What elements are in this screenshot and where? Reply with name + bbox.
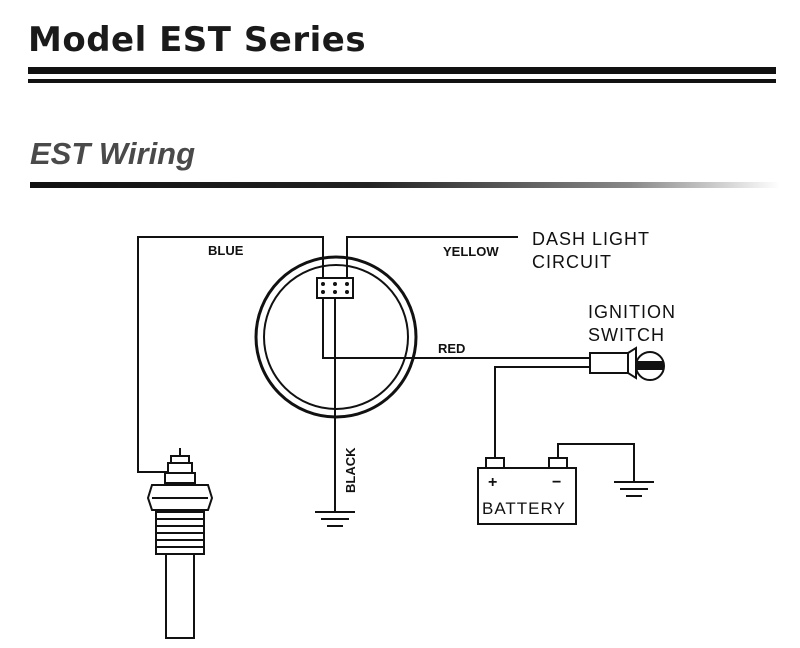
ignition-switch-label: SWITCH — [588, 325, 665, 345]
section-title: EST Wiring — [30, 136, 196, 171]
gauge-connector — [316, 277, 354, 299]
title-rule-thick — [28, 67, 776, 74]
dash-light-label: DASH LIGHT — [532, 229, 650, 249]
battery-icon — [477, 457, 577, 525]
ignition-switch-icon — [589, 346, 665, 381]
black-wire-label: BLACK — [343, 447, 358, 493]
battery-ground-wire — [557, 443, 635, 482]
section-rule — [30, 182, 780, 188]
battery-plus-label: + — [488, 474, 497, 491]
blue-wire-label: BLUE — [208, 243, 244, 258]
blue-wire — [137, 236, 324, 473]
red-wire — [322, 298, 590, 359]
dash-light-circuit-label: CIRCUIT — [532, 252, 612, 272]
title-rule-thin — [28, 79, 776, 83]
red-wire-label: RED — [438, 341, 465, 356]
yellow-wire-label: YELLOW — [443, 244, 499, 259]
ignition-battery-wire — [494, 366, 590, 460]
ignition-label: IGNITION — [588, 302, 676, 322]
battery-ground-icon — [614, 481, 654, 497]
battery-minus-label: − — [552, 474, 561, 491]
yellow-wire — [346, 236, 518, 278]
page-title: Model EST Series — [28, 20, 367, 60]
temperature-sender-icon — [146, 448, 214, 639]
connector-pins — [321, 282, 349, 294]
battery-label: BATTERY — [482, 499, 566, 518]
gauge-ground-icon — [315, 511, 355, 527]
